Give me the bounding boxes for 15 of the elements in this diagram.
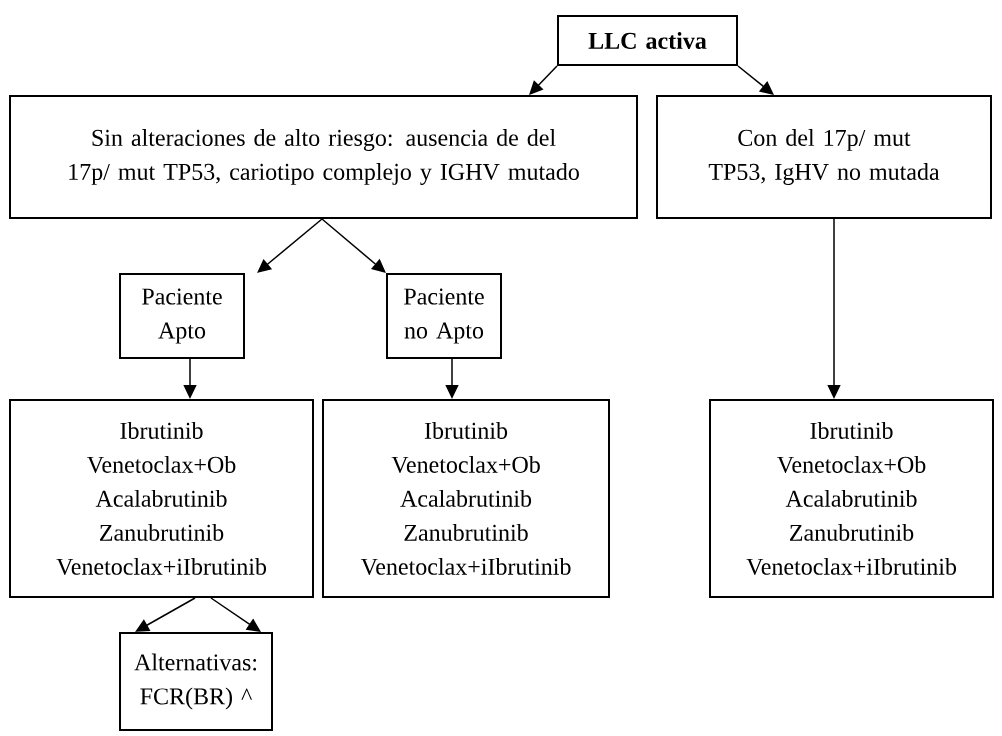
arrow: [321, 218, 386, 273]
title-box: LLC activa: [557, 15, 738, 66]
treatment-box: Ibrutinib Venetoclax+Ob Acalabrutinib Zanubrutinib Venetoclax+iIbrutinib: [322, 399, 610, 598]
criteria-box: Sin alteraciones de alto riesgo: ausencia de del 17p/ mut TP53, cariotipo complejo y IGHV mutado: [9, 95, 638, 219]
patient-box: Paciente no Apto: [386, 273, 502, 359]
arrow: [737, 65, 774, 95]
arrow: [135, 597, 196, 632]
criteria-box: Con del 17p/ mut TP53, IgHV no mutada: [656, 95, 992, 219]
arrow: [210, 597, 261, 632]
alternatives-box: Alternativas: FCR(BR) ^: [119, 632, 273, 731]
treatment-box: Ibrutinib Venetoclax+Ob Acalabrutinib Zanubrutinib Venetoclax+iIbrutinib: [709, 399, 994, 598]
arrow: [257, 218, 323, 273]
patient-box: Paciente Apto: [119, 273, 245, 359]
arrow: [529, 65, 558, 95]
treatment-box: Ibrutinib Venetoclax+Ob Acalabrutinib Zanubrutinib Venetoclax+iIbrutinib: [9, 399, 314, 598]
